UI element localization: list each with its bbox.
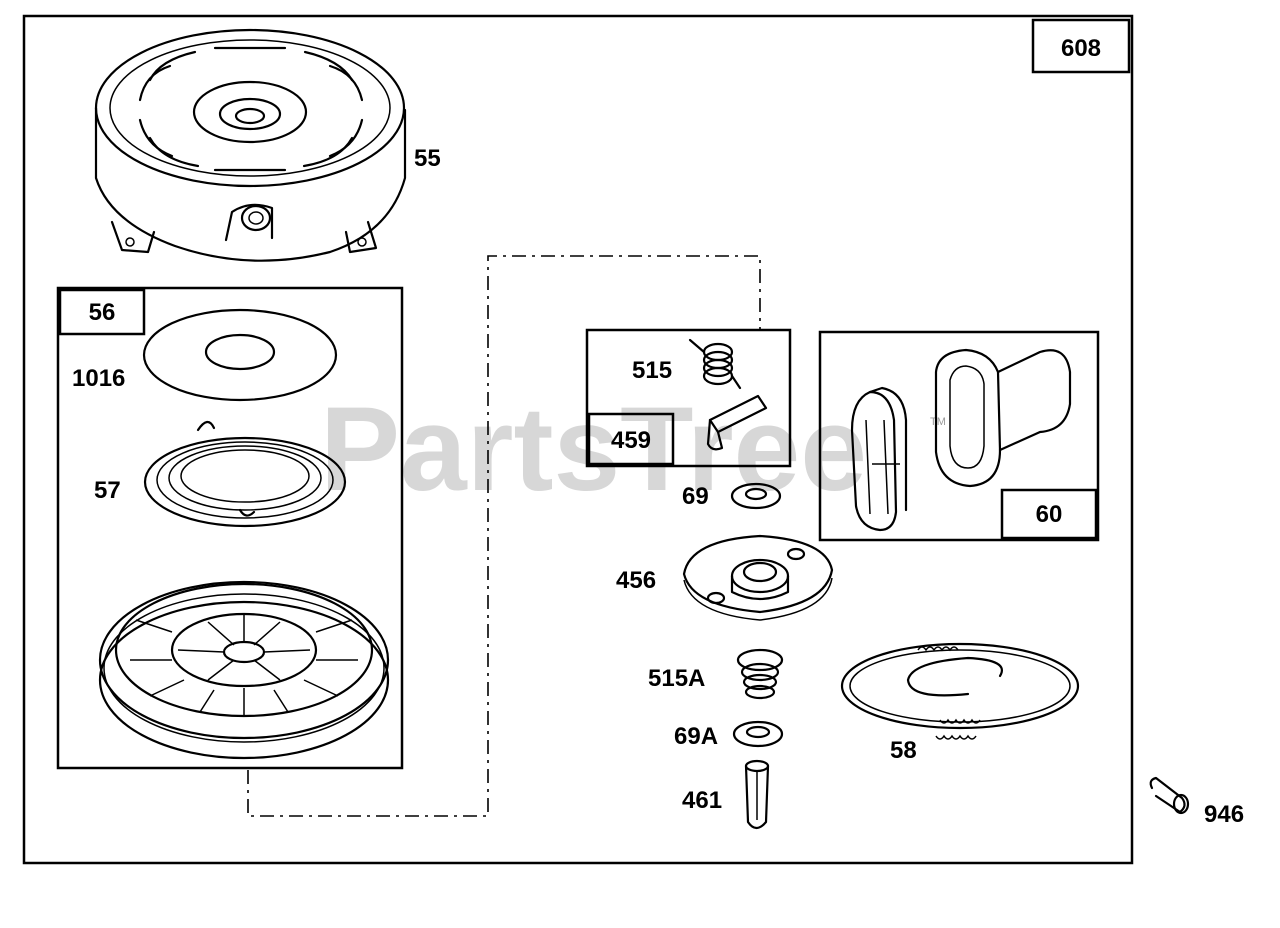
label-69: 69 [682, 483, 709, 510]
assembly-leader-line [247, 255, 761, 817]
label-55: 55 [414, 145, 441, 172]
starter-pulley-part[interactable] [98, 580, 390, 760]
label-515A: 515A [648, 665, 705, 692]
handle-insert-part[interactable] [850, 386, 908, 532]
kit-459-frame [585, 328, 792, 468]
label-57: 57 [94, 477, 121, 504]
kit-56-label-box [58, 288, 146, 336]
pawl-part[interactable] [706, 394, 768, 451]
label-461: 461 [682, 787, 722, 814]
pawl-spring-part-515[interactable] [688, 338, 742, 390]
kit-459-label: 459 [611, 427, 651, 454]
assembly-frame [22, 14, 1134, 865]
assembly-number: 608 [1061, 35, 1101, 62]
washer-part-1016[interactable] [142, 308, 338, 402]
kit-56-frame [56, 286, 404, 770]
kit-459-label-box [587, 412, 675, 466]
label-515: 515 [632, 357, 672, 384]
compression-spring-part[interactable] [736, 648, 784, 700]
label-1016: 1016 [72, 365, 125, 392]
rewind-housing-part[interactable] [94, 28, 407, 262]
starter-handle-part[interactable] [934, 348, 1072, 488]
washer-part-69A[interactable] [732, 720, 784, 748]
rewind-spring-part[interactable] [143, 420, 347, 528]
label-946: 946 [1204, 801, 1244, 828]
label-456: 456 [616, 567, 656, 594]
starter-rope-part[interactable] [840, 642, 1080, 740]
pin-part-461[interactable] [744, 759, 770, 830]
kit-60-label-box [1000, 488, 1098, 540]
kit-60-frame [818, 330, 1100, 542]
label-69A: 69A [674, 723, 718, 750]
watermark-trademark: TM [930, 416, 946, 428]
kit-60-label: 60 [1036, 501, 1063, 528]
washer-part-69[interactable] [730, 482, 782, 510]
kit-56-label: 56 [89, 299, 116, 326]
sleeve-part-946[interactable] [1149, 776, 1190, 815]
label-58: 58 [890, 737, 917, 764]
watermark: PartsTree [320, 382, 867, 516]
assembly-number-box [1031, 18, 1131, 74]
pawl-retainer-part[interactable] [682, 534, 834, 621]
